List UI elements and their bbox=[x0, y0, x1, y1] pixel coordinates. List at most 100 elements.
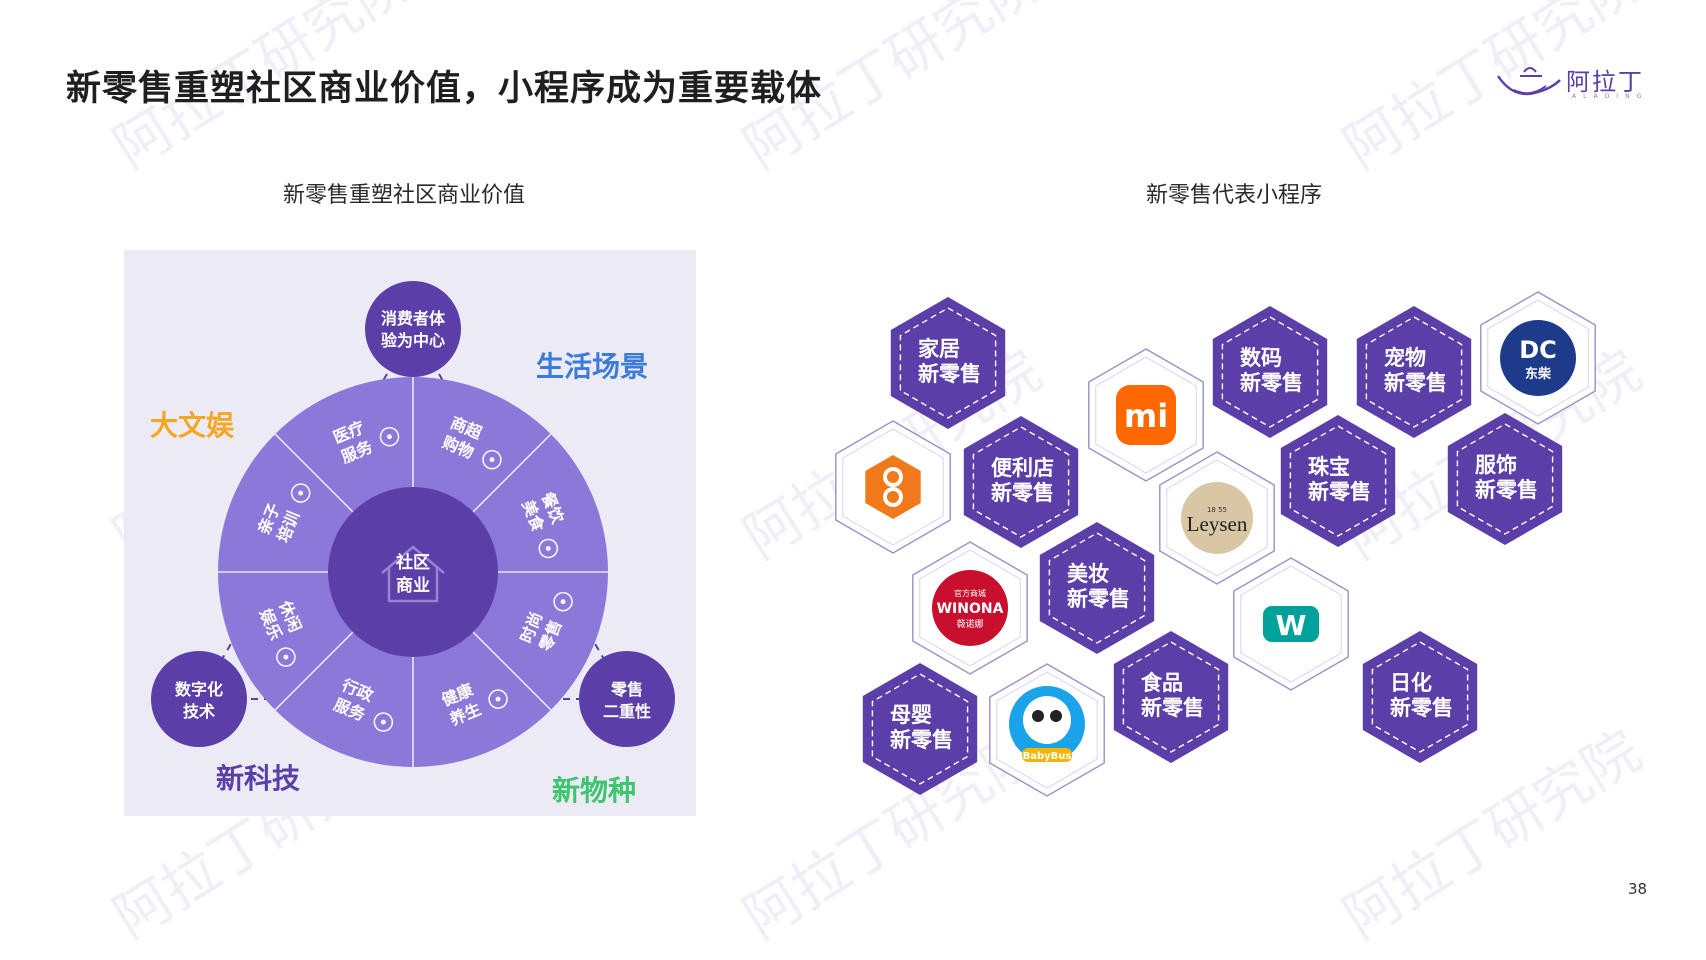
hexagon-dashed-border bbox=[899, 307, 997, 419]
category-label: 新零售 bbox=[918, 362, 981, 386]
category-label: 新零售 bbox=[1308, 480, 1371, 504]
panda-eye bbox=[1050, 710, 1062, 722]
orange-store-logo bbox=[835, 420, 951, 554]
stethoscope-icon bbox=[379, 426, 400, 447]
babybus-tag bbox=[1022, 748, 1072, 762]
node-right-line2: 二重性 bbox=[603, 702, 651, 721]
hexagon-dashed-border bbox=[972, 426, 1070, 538]
logo-hexagon-inner bbox=[996, 671, 1098, 789]
panda-face bbox=[1023, 696, 1071, 744]
hexagon-shape bbox=[963, 416, 1079, 548]
hexagon-dashed-border bbox=[1371, 641, 1469, 753]
brand-name: 阿拉丁 bbox=[1566, 68, 1644, 96]
parent-child-icon bbox=[290, 483, 311, 503]
category-label: 家居 bbox=[918, 337, 960, 361]
left-section-heading: 新零售重塑社区商业价值 bbox=[283, 183, 526, 208]
mark-ring bbox=[883, 467, 903, 487]
food-cloche-icon bbox=[538, 538, 559, 559]
node-consumer-experience bbox=[365, 281, 461, 377]
node-top-line2: 验为中心 bbox=[381, 331, 445, 350]
node-retail-duality bbox=[579, 651, 675, 747]
leysen-text: Leysen bbox=[1187, 512, 1248, 536]
brand-logo: 阿拉丁 ALADING bbox=[1494, 60, 1654, 104]
category-label: 美妆 bbox=[1067, 562, 1109, 586]
category-label: 新零售 bbox=[1067, 587, 1130, 611]
category-label: 新零售 bbox=[1390, 696, 1453, 720]
xiaomi-logo: mi bbox=[1088, 348, 1204, 482]
hexagon-dashed-border bbox=[871, 673, 969, 785]
center-label-line2: 商业 bbox=[396, 575, 430, 596]
logo-hexagon-inner bbox=[919, 549, 1021, 667]
hexagon-dashed-border bbox=[1122, 641, 1220, 753]
hexagon-shape bbox=[1356, 306, 1472, 438]
segment-divider bbox=[274, 631, 354, 711]
segment-divider bbox=[274, 433, 354, 513]
hexagon-dashed-border bbox=[1289, 425, 1387, 537]
category-label: 新零售 bbox=[991, 481, 1054, 505]
corner-label-life-scenes: 生活场景 bbox=[536, 350, 648, 383]
corner-label-new-species: 新物种 bbox=[552, 774, 636, 807]
dumbbell-icon bbox=[276, 647, 296, 667]
category-label: 食品 bbox=[1141, 671, 1183, 695]
right-section-heading: 新零售代表小程序 bbox=[1146, 183, 1323, 208]
segment-divider bbox=[472, 433, 552, 513]
logo-hexagon-inner bbox=[842, 428, 944, 546]
category-label: 宠物 bbox=[1384, 346, 1426, 370]
leysen-badge bbox=[1181, 482, 1253, 554]
node-left-line2: 技术 bbox=[183, 702, 215, 721]
page-number: 38 bbox=[1628, 880, 1648, 898]
category-label: 新零售 bbox=[1384, 371, 1447, 395]
mark-ring bbox=[883, 487, 903, 507]
winona-badge bbox=[932, 570, 1008, 646]
winona-sub2: 薇诺娜 bbox=[956, 618, 983, 630]
hexagon-shape bbox=[1362, 631, 1478, 763]
babybus-logo: BabyBus bbox=[989, 663, 1105, 797]
logo-hexagon-inner bbox=[1487, 299, 1589, 417]
node-left-line1: 数字化 bbox=[175, 680, 223, 699]
hexagon-dashed-border bbox=[1365, 316, 1463, 428]
hexagon-shape bbox=[1447, 413, 1563, 545]
category-label: 新零售 bbox=[890, 728, 953, 752]
xiaomi-badge bbox=[1116, 385, 1176, 445]
center-circle bbox=[328, 487, 498, 657]
hexagon-shape bbox=[1039, 522, 1155, 654]
segment-dividers bbox=[218, 377, 608, 767]
node-digital-tech bbox=[151, 651, 247, 747]
high-heel-icon bbox=[553, 591, 573, 612]
hexagon-shape bbox=[890, 297, 1006, 429]
watsons-text: W bbox=[1276, 609, 1307, 642]
category-label: 数码 bbox=[1240, 346, 1282, 370]
logo-hexagon-inner bbox=[1095, 356, 1197, 474]
winona-text: WINONA bbox=[937, 601, 1004, 617]
magic-lamp-icon bbox=[1497, 67, 1561, 96]
meditation-icon bbox=[488, 689, 508, 709]
logo-hexagon-inner bbox=[1166, 459, 1268, 577]
node-right-line1: 零售 bbox=[610, 680, 643, 699]
category-label: 新零售 bbox=[1240, 371, 1303, 395]
winona-sub: 官方商城 bbox=[954, 588, 986, 598]
dongchai-sub: 东柴 bbox=[1525, 366, 1552, 382]
category-label: 便利店 bbox=[991, 456, 1054, 480]
babybus-text: BabyBus bbox=[1023, 751, 1072, 762]
dongchai-badge bbox=[1500, 320, 1576, 396]
panda-eye bbox=[1032, 710, 1044, 722]
shopping-cart-icon bbox=[482, 449, 502, 470]
hexagon-shape bbox=[862, 663, 978, 795]
segment-divider bbox=[472, 631, 552, 711]
corner-label-entertainment: 大文娱 bbox=[150, 409, 235, 442]
hexagon-shape bbox=[1280, 415, 1396, 547]
